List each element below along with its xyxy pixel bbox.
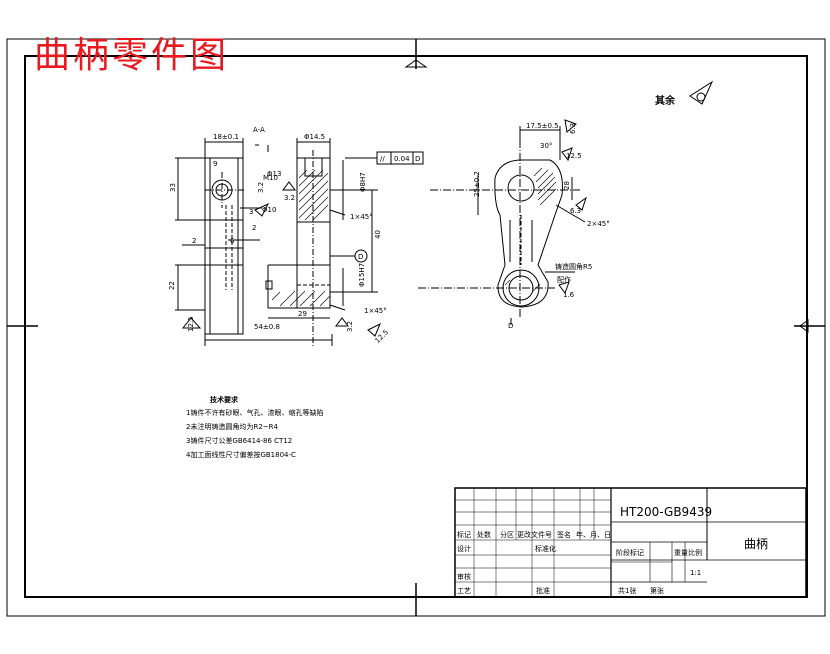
roughness-a: 12.5 xyxy=(187,316,195,332)
dim-right-height: 28 xyxy=(563,181,571,190)
tb-review: 审核 xyxy=(457,572,471,581)
section-label: A-A xyxy=(253,126,265,134)
roughness-f: 6.3 xyxy=(569,123,577,134)
left-view-dims: 18±0.1 9 33 22 2 6 2 3 54±0.8 Φ10 M10 12… xyxy=(168,133,280,332)
tb-approve: 批准 xyxy=(536,586,550,595)
dim-mid-top: Φ14.5 xyxy=(304,133,325,141)
tb-material: HT200-GB9439 xyxy=(620,505,712,519)
dim-mid-bore: Φ8H7 xyxy=(359,172,367,192)
tech-item-2: 2未注明铸造圆角均为R2~R4 xyxy=(186,422,278,431)
outer-frame xyxy=(6,38,826,617)
dim-right-chamfer: 2×45° xyxy=(587,220,610,228)
casting-note-2: 配作 xyxy=(557,275,571,284)
dim-small4: 3 xyxy=(249,208,253,216)
datum-mark-2: D xyxy=(508,322,513,330)
tb-weight: 重量 xyxy=(674,549,688,557)
roughness-g: 12.5 xyxy=(566,152,582,160)
tb-sheet-no: 第张 xyxy=(650,586,664,595)
tb-label-doc: 更改文件号 xyxy=(517,530,552,539)
tb-design: 设计 xyxy=(457,544,471,553)
section-view xyxy=(255,138,424,346)
roughness-d: 12.5 xyxy=(373,328,390,345)
tol-datum: D xyxy=(415,155,420,163)
dim-bore-low: Φ15H7 xyxy=(358,263,366,287)
roughness-b: 3.2 xyxy=(257,182,265,193)
left-view xyxy=(175,138,333,346)
dim-bottom-width: 54±0.8 xyxy=(254,323,280,331)
roughness-h: 6.3 xyxy=(570,207,581,215)
tech-item-4: 4加工面线性尺寸偏差按GB1804-C xyxy=(186,450,296,459)
dim-small1: 2 xyxy=(192,237,196,245)
tech-item-1: 1铸件不许有砂眼、气孔、渣眼、缩孔等缺陷 xyxy=(186,408,323,417)
tb-standardization: 标准化 xyxy=(535,544,556,553)
tb-label-count: 处数 xyxy=(477,530,491,539)
tb-label-date: 年、月、日 xyxy=(576,530,611,539)
dim-height-lower: 22 xyxy=(168,281,176,290)
dim-thread: M10 xyxy=(263,174,278,182)
front-view xyxy=(418,119,587,325)
dim-top-width: 18±0.1 xyxy=(213,133,239,141)
dim-right-top: 17.5±0.5 xyxy=(526,122,559,130)
tb-label-sign: 签名 xyxy=(557,530,571,539)
roughness-i: 1.6 xyxy=(563,291,575,299)
page-title: 曲柄零件图 xyxy=(34,35,230,76)
tb-label-zone: 分区 xyxy=(500,530,514,539)
dim-right-dist: 25±0.2 xyxy=(473,171,481,197)
section-view-dims: A-A Φ14.5 Φ8H7 1×45° 1×45° 29 40 Φ15H7 Φ… xyxy=(253,126,420,345)
roughness-c: 3.2 xyxy=(346,321,354,332)
dim-small2: 6 xyxy=(230,237,235,245)
dim-hole-label: Φ13 xyxy=(267,170,281,178)
tb-stage-mark: 阶段标记 xyxy=(616,548,644,557)
chamfer-label-2: 1×45° xyxy=(364,307,387,315)
tb-label-mark: 标记 xyxy=(457,530,471,539)
front-view-dims: 17.5±0.5 30° 28 25±0.2 2×45° 铸造圆角R5 配作 6… xyxy=(473,122,610,330)
dim-right-angle: 30° xyxy=(540,142,552,150)
tb-process: 工艺 xyxy=(457,587,471,595)
title-block-text: HT200-GB9439 曲柄 标记 处数 分区 更改文件号 签名 年、月、日 … xyxy=(457,505,768,595)
dim-height-upper: 33 xyxy=(169,183,177,192)
tech-item-3: 3铸件尺寸公差GB6414-86 CT12 xyxy=(186,436,292,445)
dim-small3: 2 xyxy=(252,224,256,232)
tb-scale: 比例 xyxy=(688,548,702,557)
tech-requirements: 技术要求 1铸件不许有砂眼、气孔、渣眼、缩孔等缺陷 2未注明铸造圆角均为R2~R… xyxy=(186,395,323,459)
tb-part-name: 曲柄 xyxy=(744,537,768,551)
dim-slot: 9 xyxy=(213,160,217,168)
dim-center-dist: 40 xyxy=(374,230,382,239)
chamfer-label-1: 1×45° xyxy=(350,213,373,221)
surface-note-text: 其余 xyxy=(655,94,676,107)
dim-mid-length: 29 xyxy=(298,310,307,318)
tech-heading: 技术要求 xyxy=(210,395,239,404)
tol-symbol: // xyxy=(380,155,385,163)
centering-marks xyxy=(7,39,825,616)
tb-sheets-total: 共1张 xyxy=(618,586,636,595)
tol-value: 0.04 xyxy=(394,155,410,163)
dim-hole-dia: Φ10 xyxy=(262,206,276,214)
casting-note-1: 铸造圆角R5 xyxy=(555,262,592,271)
datum-mark-1: D xyxy=(358,253,363,261)
roughness-e: 3.2 xyxy=(284,194,295,202)
surface-note: 其余 xyxy=(655,80,714,107)
title-block xyxy=(454,487,807,598)
tb-scale-value: 1:1 xyxy=(690,569,701,577)
